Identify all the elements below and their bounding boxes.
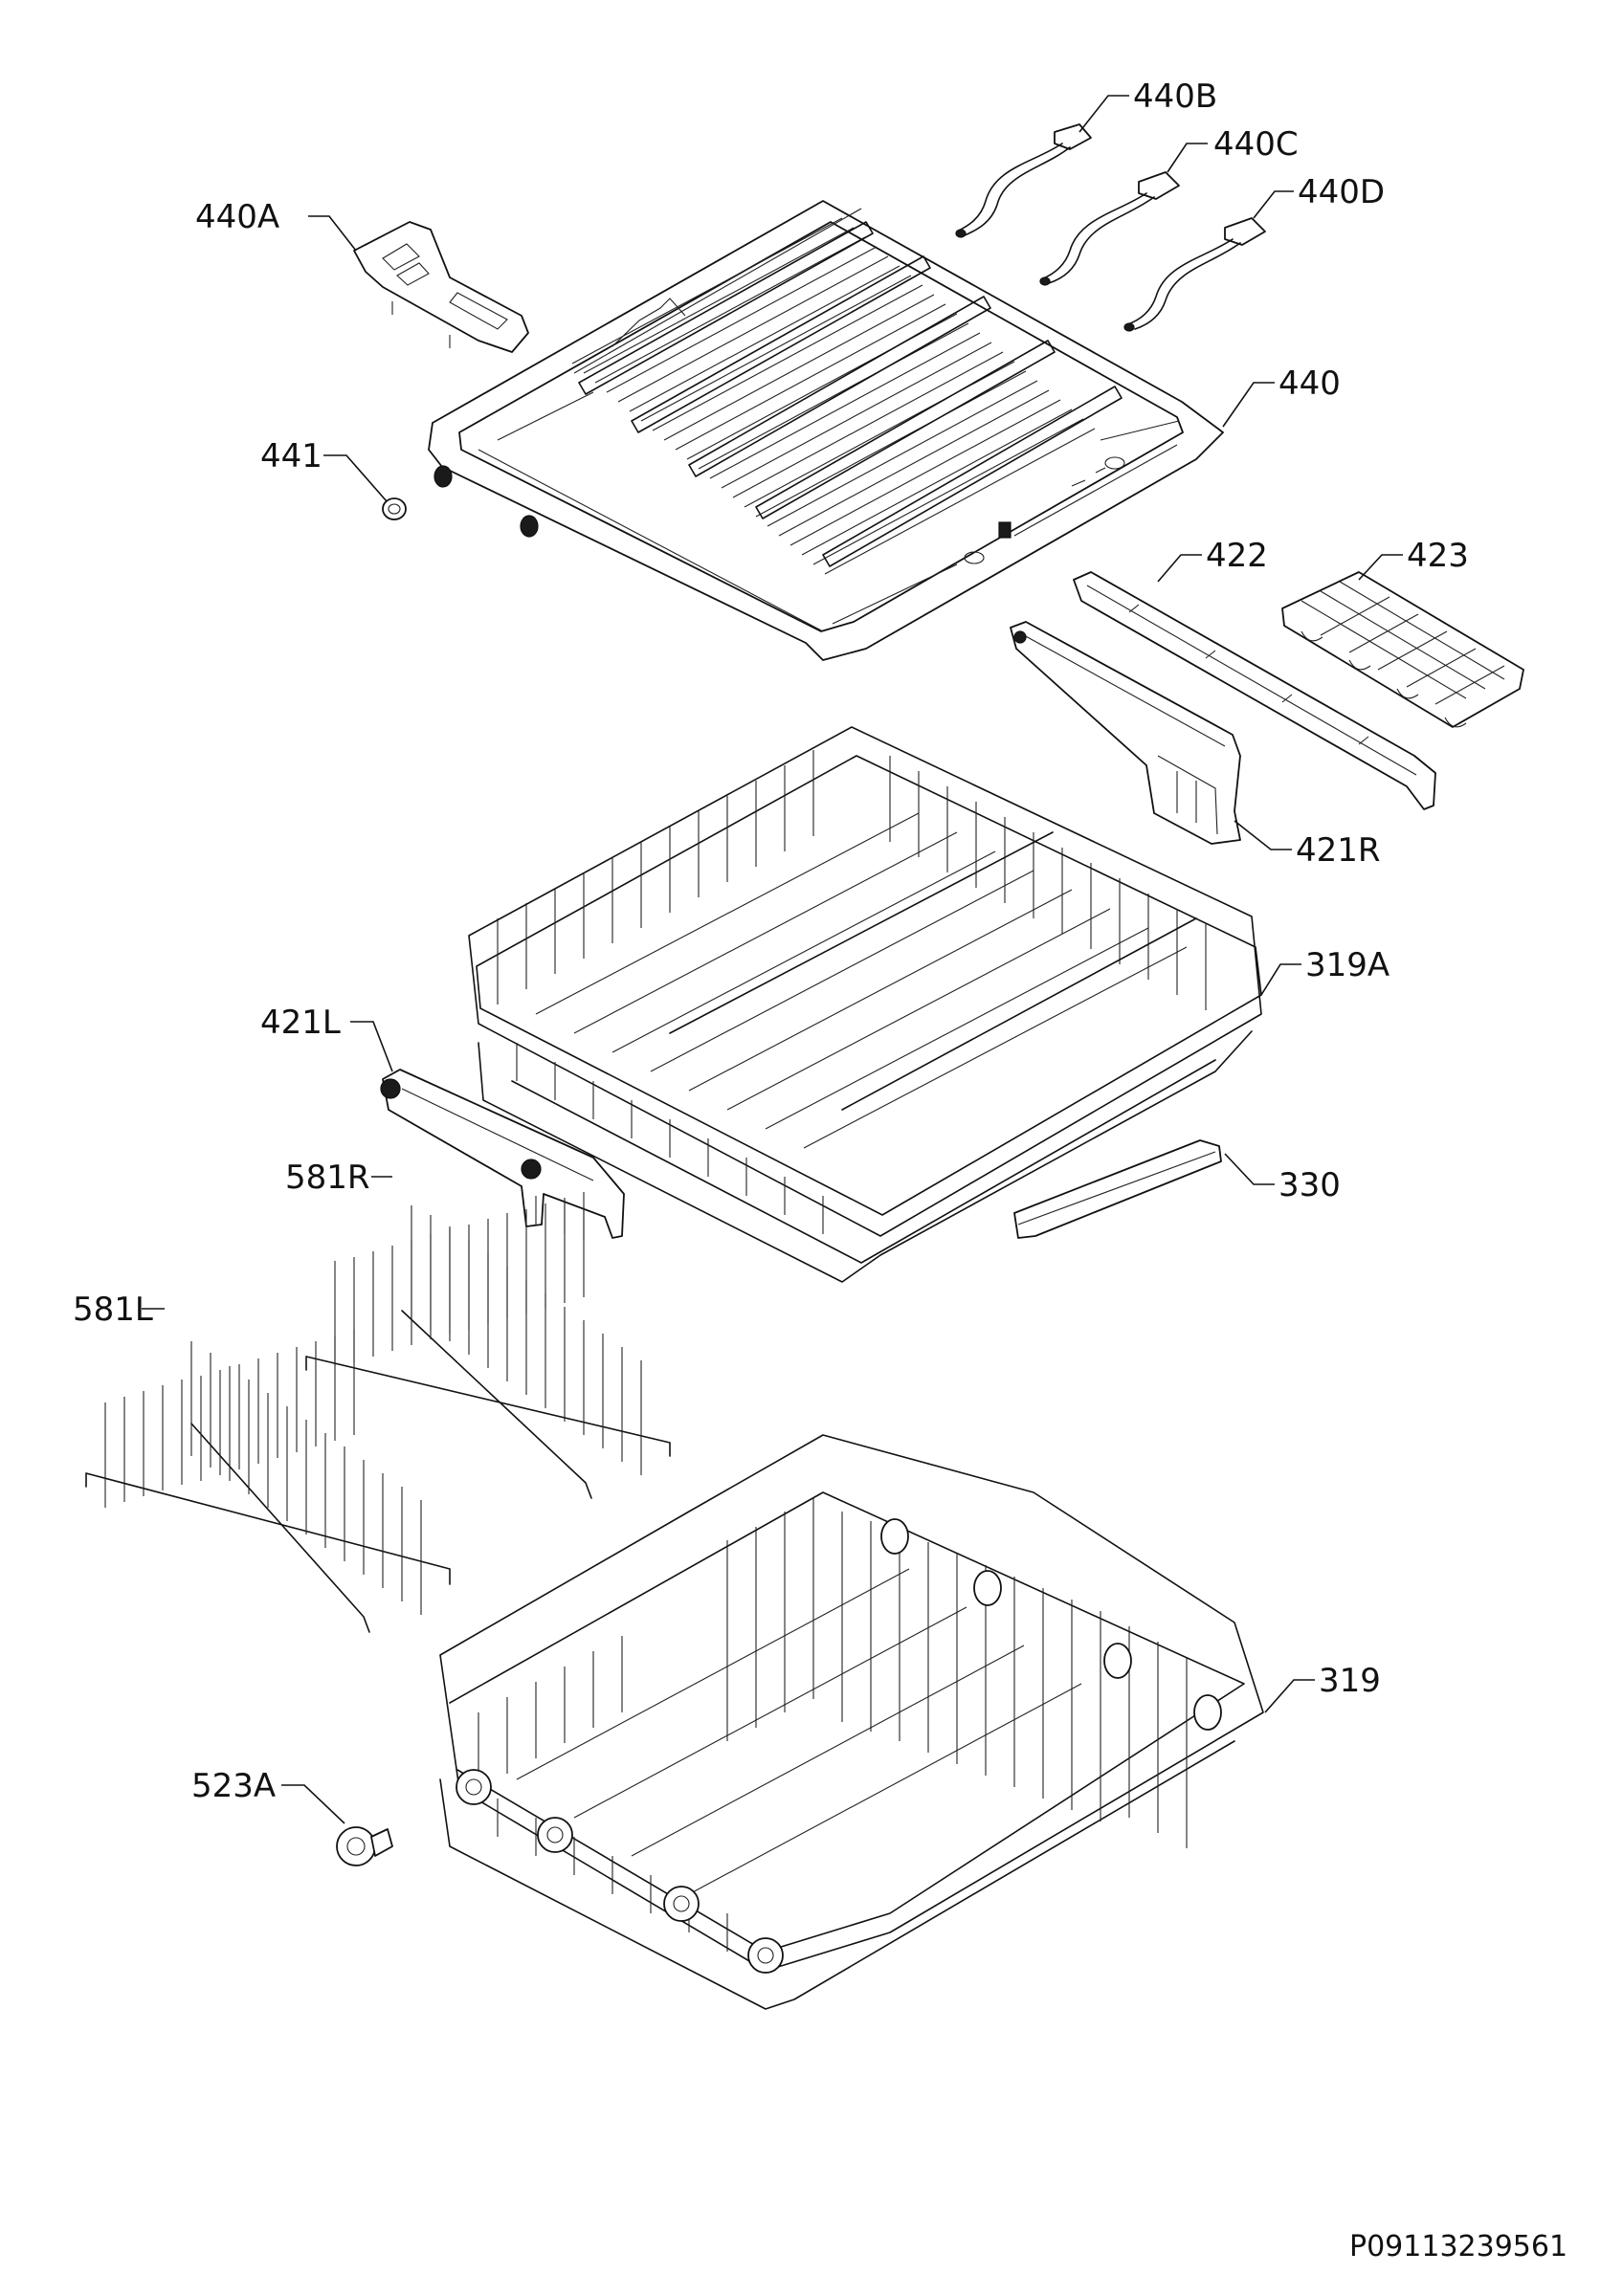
label-422: 422 xyxy=(1206,537,1268,575)
part-581L-tine-rack xyxy=(85,1330,451,1633)
part-523A-wheel xyxy=(336,1826,393,1866)
label-421R: 421R xyxy=(1296,831,1381,870)
part-440D-clip xyxy=(1123,217,1266,332)
label-421L: 421L xyxy=(260,1004,341,1042)
label-319: 319 xyxy=(1319,1662,1381,1700)
part-441-roller xyxy=(382,497,407,520)
leader-lines xyxy=(142,95,1403,1824)
diagram-code: P09113239561 xyxy=(1349,2230,1567,2263)
part-440-cutlery-tray xyxy=(428,200,1224,661)
label-440C: 440C xyxy=(1213,125,1299,164)
part-421R-slide-rail xyxy=(1010,621,1241,845)
part-319-lower-basket xyxy=(439,1434,1264,2010)
part-423-grid-insert xyxy=(1281,571,1524,728)
part-422-rail xyxy=(1073,571,1436,810)
part-440C-clip xyxy=(1039,171,1180,286)
label-523A: 523A xyxy=(191,1767,276,1805)
part-421L-slide-rail xyxy=(380,1069,625,1240)
label-440A: 440A xyxy=(195,198,279,236)
label-440: 440 xyxy=(1278,364,1341,403)
lower-basket-wheels xyxy=(456,1769,784,1974)
part-440A-holder xyxy=(353,221,529,353)
label-581L: 581L xyxy=(73,1291,153,1329)
label-330: 330 xyxy=(1278,1166,1341,1204)
part-319A-upper-basket xyxy=(468,726,1262,1283)
part-581R-tine-rack xyxy=(305,1192,671,1499)
label-440D: 440D xyxy=(1298,173,1385,211)
label-581R: 581R xyxy=(285,1159,370,1197)
label-423: 423 xyxy=(1407,537,1469,575)
label-440B: 440B xyxy=(1133,77,1217,116)
part-labels: 440A 440B 440C 440D 440 441 422 423 421R… xyxy=(73,77,1567,2263)
part-440B-clip xyxy=(955,123,1092,238)
label-441: 441 xyxy=(260,437,322,475)
label-319A: 319A xyxy=(1305,946,1390,984)
part-330-strip xyxy=(1013,1139,1222,1239)
